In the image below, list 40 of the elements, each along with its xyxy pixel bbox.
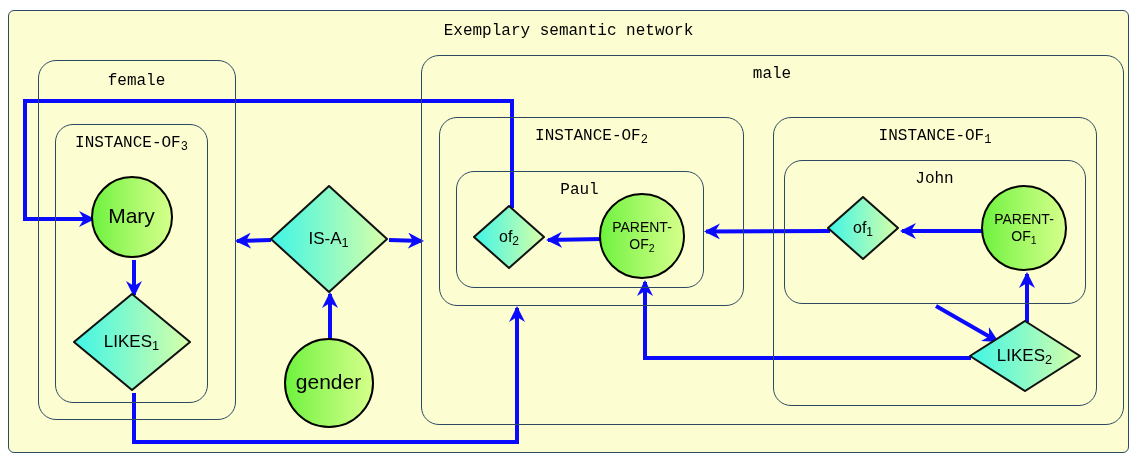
group-box [783,159,1086,304]
group-box [455,170,704,288]
node-label: PARENT-OF$_{2}$ [611,218,673,254]
relation-diamond [473,205,545,269]
arrow [388,232,424,249]
relation-diamond [968,319,1081,392]
group-title: female [107,70,166,91]
group-box [55,124,208,403]
node-label: LIKES$_{1}$ [103,333,160,350]
node-label: PARENT-OF$_{1}$ [993,210,1055,246]
group-box [37,59,236,420]
group-title: Paul [560,179,599,200]
node-label: Mary [107,203,156,230]
group-box [439,117,744,306]
arrow [637,280,971,360]
arrow [235,232,272,249]
relation-diamond [269,184,388,293]
node-label: gender [294,369,363,396]
arrow [132,306,525,444]
group-box [773,117,1097,406]
node-label: IS-A$_{1}$ [308,230,349,247]
node-label: of$_{2}$ [499,229,519,245]
group-title: Exemplary semantic network [443,21,694,41]
arrow [126,260,142,297]
relation-diamond [72,292,191,391]
group-title: John [915,168,954,189]
arrow [935,304,999,343]
group-title: INSTANCE-OF$_{2}$ [535,126,648,146]
group-title: INSTANCE-OF$_{1}$ [878,126,992,146]
relation-diamond [827,196,899,260]
arrow [23,99,514,227]
node-label: of$_{1}$ [853,220,873,236]
group-title: male [752,63,792,84]
diagram-frame [8,10,1129,453]
node-label: LIKES$_{2}$ [996,347,1053,364]
arrow [1019,272,1035,322]
group-title: INSTANCE-OF$_{3}$ [75,133,188,153]
group-box [420,54,1124,425]
arrow [322,292,338,339]
arrow [704,223,830,240]
